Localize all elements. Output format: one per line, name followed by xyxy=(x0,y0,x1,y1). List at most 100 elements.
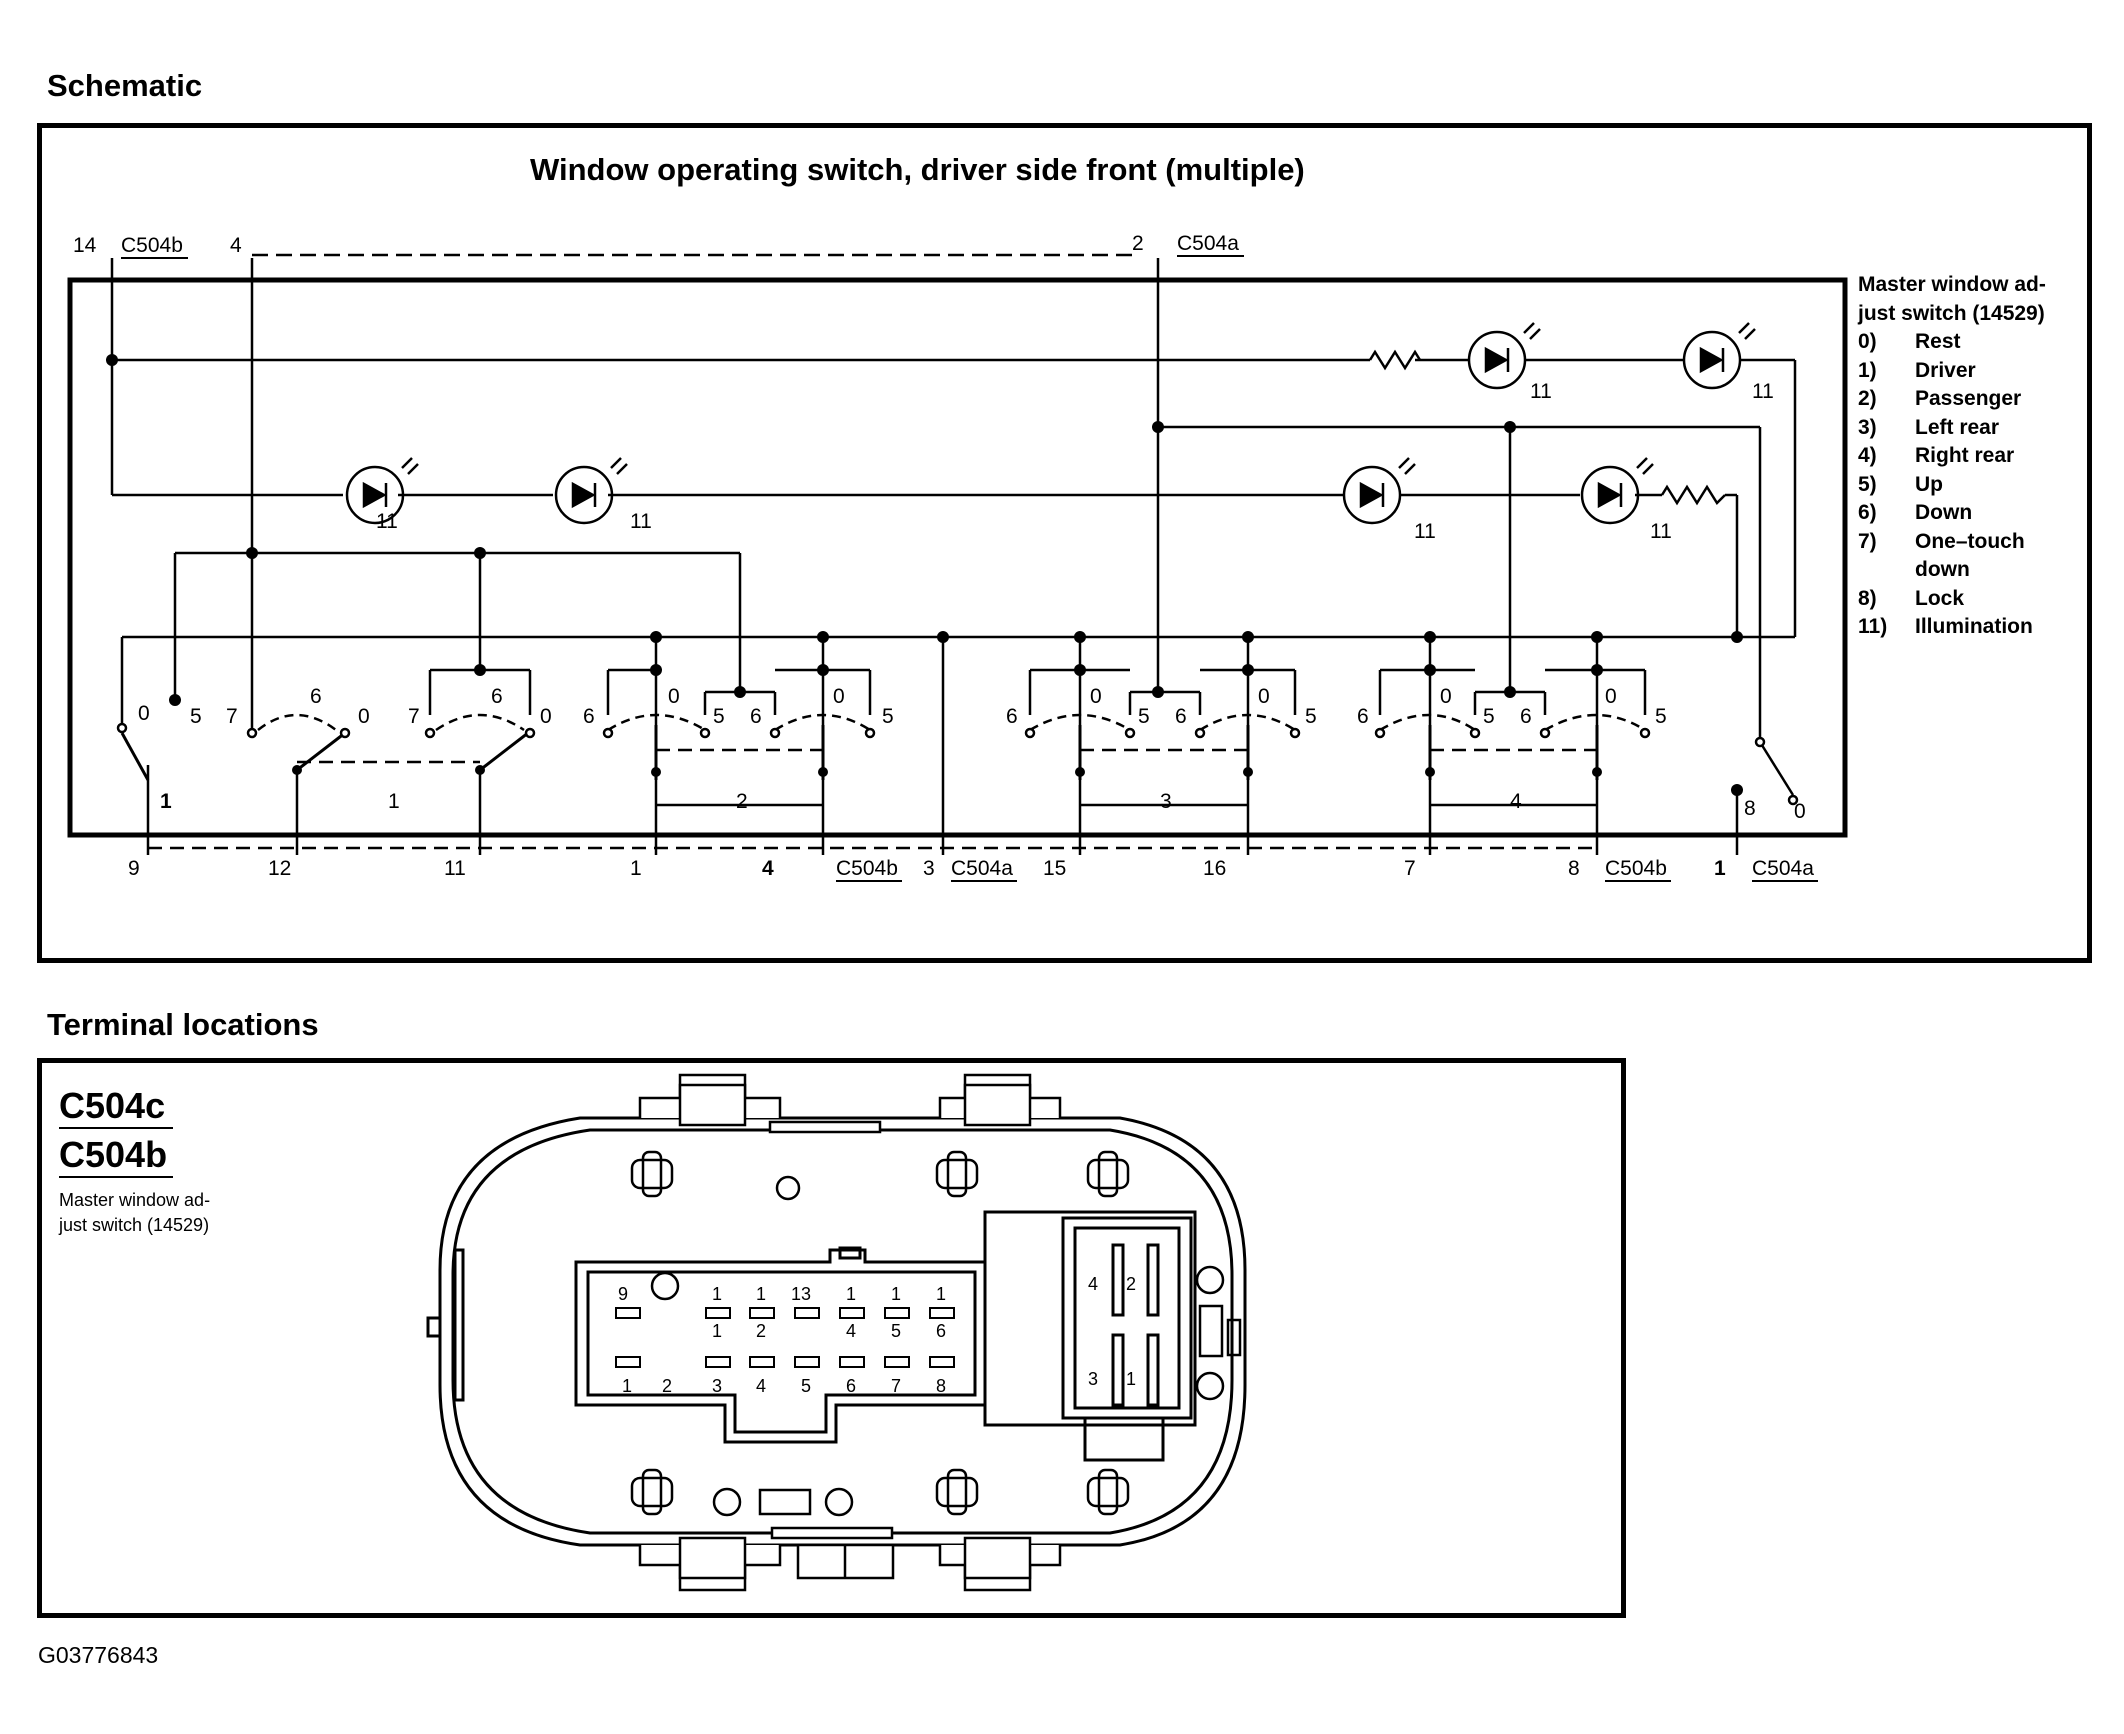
led-icon xyxy=(1682,322,1756,390)
legend: Master window ad- just switch (14529) 0)… xyxy=(1857,273,2046,638)
pin-4-label: 4 xyxy=(230,234,242,257)
svg-text:5: 5 xyxy=(882,705,894,728)
svg-text:4: 4 xyxy=(762,857,774,880)
svg-text:Down: Down xyxy=(1915,501,1972,524)
svg-text:8): 8) xyxy=(1858,587,1877,610)
svg-text:12: 12 xyxy=(268,857,291,880)
led-icon xyxy=(1467,322,1541,390)
bottom-pin-labels: 9 12 11 1 4 C504b 3 C504a 15 16 7 8 C504… xyxy=(128,857,1814,880)
led-icon xyxy=(1580,457,1654,525)
svg-text:Master window ad-: Master window ad- xyxy=(1858,273,2046,296)
wiring xyxy=(110,258,1797,835)
svg-text:2): 2) xyxy=(1858,387,1877,410)
svg-text:6: 6 xyxy=(1006,705,1018,728)
svg-text:1: 1 xyxy=(160,790,172,813)
resistor xyxy=(1368,349,1422,371)
svg-text:5: 5 xyxy=(1483,705,1495,728)
terminal-section-title: Terminal locations xyxy=(47,1007,319,1042)
led-label: 11 xyxy=(1650,520,1672,543)
svg-text:6): 6) xyxy=(1858,501,1877,524)
svg-text:7: 7 xyxy=(1404,857,1416,880)
switch-4-label: 4 xyxy=(1510,790,1522,813)
svg-text:Driver: Driver xyxy=(1915,359,1976,382)
svg-text:7: 7 xyxy=(226,705,238,728)
switch-1-label: 1 xyxy=(388,790,400,813)
svg-text:11): 11) xyxy=(1858,615,1887,638)
led-label: 11 xyxy=(1530,380,1552,403)
svg-text:6: 6 xyxy=(310,685,322,708)
led-icon xyxy=(345,457,419,525)
svg-text:6: 6 xyxy=(1520,705,1532,728)
led-icon xyxy=(554,457,628,525)
svg-text:1: 1 xyxy=(1714,857,1726,880)
svg-text:0: 0 xyxy=(1258,685,1270,708)
svg-text:1: 1 xyxy=(630,857,642,880)
svg-text:5: 5 xyxy=(1138,705,1150,728)
svg-text:6: 6 xyxy=(491,685,503,708)
svg-text:1): 1) xyxy=(1858,359,1877,382)
svg-text:8: 8 xyxy=(1568,857,1580,880)
svg-text:C504a: C504a xyxy=(1752,857,1814,880)
svg-text:16: 16 xyxy=(1203,857,1226,880)
svg-text:0): 0) xyxy=(1858,330,1877,353)
svg-text:0: 0 xyxy=(1090,685,1102,708)
pin-14-label: 14 xyxy=(73,234,97,257)
svg-text:5: 5 xyxy=(1655,705,1667,728)
led-icon xyxy=(1342,457,1416,525)
contact-labels: 0 5 7 6 0 7 6 0 6 0 5 6 0 5 6 0 5 6 0 5 … xyxy=(138,685,1806,823)
contact-terminals xyxy=(116,722,1799,806)
schematic-section-title: Schematic xyxy=(47,68,203,103)
svg-text:down: down xyxy=(1915,558,1970,581)
svg-text:Right rear: Right rear xyxy=(1915,444,2014,467)
svg-text:6: 6 xyxy=(583,705,595,728)
svg-text:Passenger: Passenger xyxy=(1915,387,2021,410)
svg-text:3: 3 xyxy=(923,857,935,880)
svg-text:3): 3) xyxy=(1858,416,1877,439)
svg-text:11: 11 xyxy=(444,857,466,880)
svg-text:0: 0 xyxy=(1440,685,1452,708)
svg-text:Up: Up xyxy=(1915,473,1943,496)
svg-text:C504b: C504b xyxy=(1605,857,1667,880)
switch-2-label: 2 xyxy=(736,790,748,813)
svg-text:0: 0 xyxy=(833,685,845,708)
svg-text:0: 0 xyxy=(1794,800,1806,823)
svg-text:just switch (14529): just switch (14529) xyxy=(1857,302,2045,325)
svg-text:0: 0 xyxy=(540,705,552,728)
svg-text:5): 5) xyxy=(1858,473,1877,496)
led-label: 11 xyxy=(1752,380,1774,403)
junction-dots xyxy=(106,354,1743,796)
svg-text:Lock: Lock xyxy=(1915,587,1964,610)
svg-text:6: 6 xyxy=(1357,705,1369,728)
svg-text:0: 0 xyxy=(358,705,370,728)
connector-c504b-top-label: C504b xyxy=(121,234,183,257)
diagram-title: Window operating switch, driver side fro… xyxy=(530,152,1305,187)
svg-text:C504b: C504b xyxy=(836,857,898,880)
svg-text:Left rear: Left rear xyxy=(1915,416,1999,439)
svg-text:7: 7 xyxy=(408,705,420,728)
svg-text:9: 9 xyxy=(128,857,140,880)
led-label: 11 xyxy=(1414,520,1436,543)
terminal-panel xyxy=(37,1058,1626,1618)
svg-text:7): 7) xyxy=(1858,530,1877,553)
switch-3-label: 3 xyxy=(1160,790,1172,813)
pin-2-label: 2 xyxy=(1132,232,1144,255)
svg-text:15: 15 xyxy=(1043,857,1066,880)
svg-text:4): 4) xyxy=(1858,444,1877,467)
switch-housing xyxy=(67,277,1848,838)
switch-arcs xyxy=(257,713,1646,732)
svg-text:C504a: C504a xyxy=(951,857,1013,880)
svg-text:5: 5 xyxy=(190,705,202,728)
svg-text:6: 6 xyxy=(750,705,762,728)
pin-legs xyxy=(146,835,1739,855)
resistor xyxy=(1660,484,1726,506)
figure-id: G03776843 xyxy=(38,1642,159,1668)
schematic-panel xyxy=(37,123,2092,963)
led-label: 11 xyxy=(376,510,398,533)
svg-text:Illumination: Illumination xyxy=(1915,615,2033,638)
led-label: 11 xyxy=(630,510,652,533)
svg-text:6: 6 xyxy=(1175,705,1187,728)
switch-mechanical-links xyxy=(148,748,1597,850)
svg-text:One–touch: One–touch xyxy=(1915,530,2025,553)
svg-text:0: 0 xyxy=(668,685,680,708)
